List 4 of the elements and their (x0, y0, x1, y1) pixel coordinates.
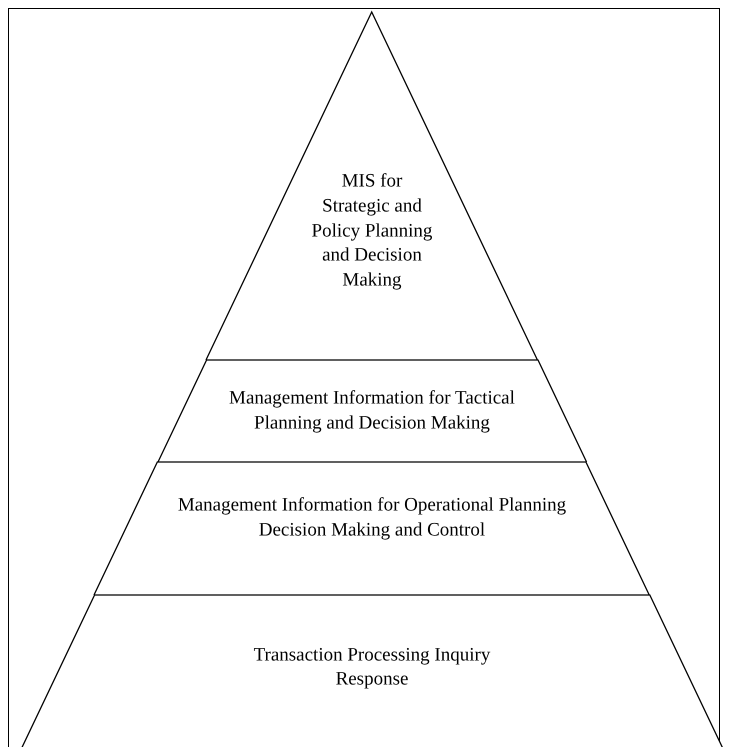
band-label: Management Information for Tactical Planning and Decision Making (228, 386, 516, 435)
band-label: Management Information for Operational Planning Decision Making and Control (176, 493, 568, 542)
band-label: MIS for Strategic and Policy Planning and Decision Making (310, 170, 434, 292)
band-label: Transaction Processing Inquiry Response (252, 642, 492, 692)
